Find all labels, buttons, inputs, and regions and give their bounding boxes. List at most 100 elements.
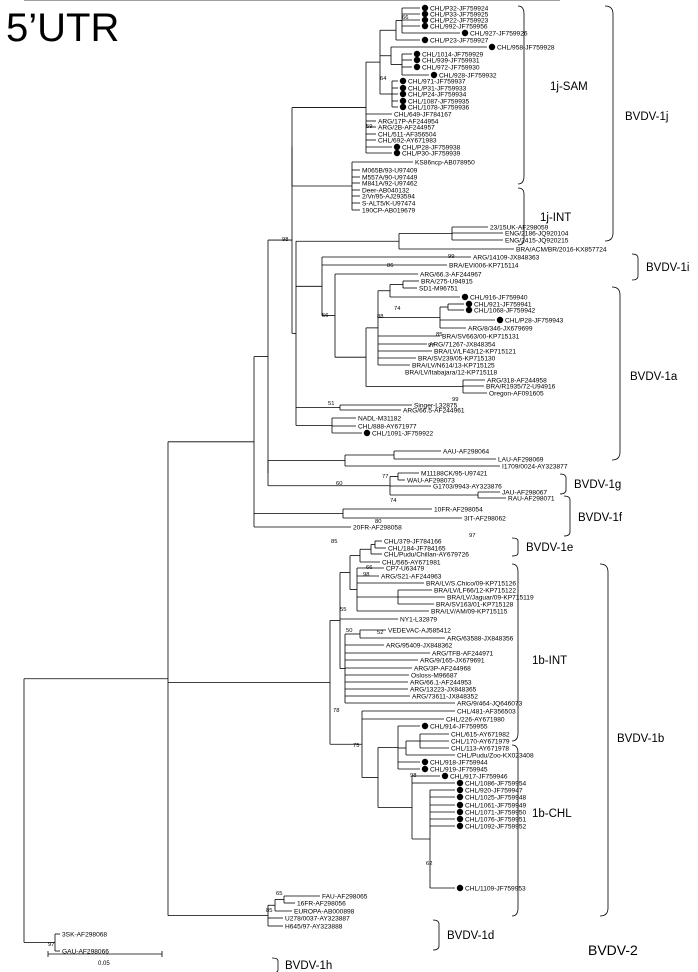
clade-label-bvdv1b: BVDV-1b: [617, 733, 664, 745]
bootstrap-value: 86: [387, 263, 393, 269]
taxon-label: CHL/971-JF759937: [408, 78, 466, 85]
bootstrap-value: 85: [436, 332, 442, 338]
taxon-label: WAU-AF298073: [407, 477, 455, 484]
taxon-label: ARG/63588-JX848356: [447, 635, 514, 642]
taxon-label: CHL/481-AF356503: [457, 708, 516, 715]
taxon-label: CHL/1091-JF759922: [372, 430, 434, 437]
taxon-label: CHL/972-JF759930: [422, 64, 480, 71]
clade-label-1j-sam: 1j-SAM: [550, 81, 588, 93]
new-sample-dot: [399, 77, 407, 85]
bracket-bvdv1i: [631, 253, 639, 281]
taxon-label: CHL/1014-JF759929: [422, 51, 484, 58]
taxon-label: CHL/P31-JF759933: [408, 85, 467, 92]
taxon-label: CHL/P22-JF759923: [430, 17, 489, 24]
new-sample-dot: [413, 63, 421, 71]
taxon-label: 3SK-AF298068: [62, 931, 107, 938]
bracket-bvdv1g: [559, 473, 567, 495]
taxon-label: CHL/Pudu/Chillan-AY679726: [384, 551, 469, 558]
taxon-label: CHL/P33-JF759925: [430, 11, 489, 18]
clade-label-bvdv1d: BVDV-1d: [447, 930, 494, 942]
taxon-label: BRA/R1935/72-U94916: [486, 383, 556, 390]
bootstrap-value: 98: [410, 773, 416, 779]
bracket-bvdv1j: [604, 5, 614, 242]
taxon-label: BRA/LV/Itabajara/12-KP715118: [405, 369, 497, 376]
bootstrap-value: 65: [276, 891, 282, 897]
bracket-bvdv1f: [563, 495, 571, 537]
taxon-label: ARG/66.1-AF244953: [410, 679, 472, 686]
taxon-label: BRA/LV/S.Chico/09-KP715126: [426, 580, 516, 587]
bootstrap-value: 56: [322, 313, 328, 319]
new-sample-dot: [421, 765, 429, 773]
taxon-label: LAU-AF298069: [498, 456, 544, 463]
taxon-label: U278/0037-AY323887: [285, 915, 350, 922]
new-sample-dot: [421, 10, 429, 18]
new-sample-dot: [421, 758, 429, 766]
taxon-label: BRA/275-U94915: [421, 278, 473, 285]
taxon-label: S-ALT5/K-U97474: [362, 200, 416, 207]
taxon-label: CHL/511-AF356504: [378, 131, 436, 138]
taxon-label: BRA/ACM/BR/2016-KX857724: [516, 246, 607, 253]
taxon-label: CHL/917-JF759946: [450, 773, 508, 780]
new-sample-dot: [456, 801, 464, 809]
taxon-label: CHL/615-AY671982: [451, 731, 510, 738]
taxon-label: ARG/95409-JX848362: [386, 642, 453, 649]
bootstrap-value: 74: [394, 306, 401, 312]
new-sample-dot: [496, 316, 504, 324]
taxon-label: CHL/958-JF759928: [497, 44, 555, 51]
bootstrap-value: 99: [452, 397, 458, 403]
taxon-label: CHL/1078-JF759936: [408, 104, 470, 111]
bootstrap-value: 52: [377, 630, 383, 636]
bracket-1b-chl: [511, 744, 519, 917]
bootstrap-value: 78: [333, 708, 339, 714]
clade-label-bvdv1e: BVDV-1e: [526, 542, 573, 554]
taxon-label: ARG/8/346-JX679699: [468, 325, 533, 332]
taxon-label: ARG/3P-AF244968: [414, 665, 471, 672]
taxon-label: 3IT-AF298062: [464, 515, 506, 522]
taxon-label: 2/Vr/95-AJ293594: [362, 193, 415, 200]
new-sample-dot: [399, 84, 407, 92]
new-sample-dot: [399, 90, 407, 98]
bootstrap-value: 62: [426, 861, 432, 867]
taxon-label: CHL/916-JF759940: [470, 294, 528, 301]
taxon-label: KS86ncp-AB078950: [415, 159, 475, 166]
taxon-label: CHL/888-AY671977: [358, 423, 417, 430]
taxon-label: Deer-AB040132: [362, 187, 410, 194]
taxon-label: CHL/649-JF784167: [394, 111, 452, 118]
taxon-label: ARG/9/464-JQ646073: [457, 700, 523, 707]
taxon-label: ARG/13223-JX848365: [410, 686, 477, 693]
taxon-label: CHL/927-JF759926: [470, 30, 528, 37]
new-sample-dot: [461, 293, 469, 301]
bootstrap-value: 98: [282, 237, 288, 243]
bootstrap-value: 50: [346, 628, 352, 634]
taxon-label: CHL/113-AY671978: [451, 745, 509, 752]
taxon-label: BRA/LV/Jaguar/09-KP715119: [447, 594, 534, 601]
taxon-label: 10FR-AF298054: [434, 506, 483, 513]
taxon-label: CHL/1061-JF759949: [465, 802, 527, 809]
taxon-label: ARG/17P-AF244954: [378, 118, 439, 125]
taxon-label: ENG/2415-JQ920215: [505, 237, 569, 244]
bootstrap-value: 97: [469, 533, 475, 539]
taxon-label: H645/97-AY323888: [285, 923, 343, 930]
taxon-label: CHL/992-JF759956: [430, 23, 488, 30]
taxon-label: CHL/Pudu/Zoo-KX023408: [457, 752, 534, 759]
bracket-bvdv1b: [599, 563, 609, 917]
taxon-label: 23/15UK-AF298059: [490, 224, 549, 231]
taxon-label: CHL/918-JF759944: [430, 759, 488, 766]
new-sample-dot: [465, 300, 473, 308]
taxon-label: NADL-M31182: [358, 415, 401, 422]
bracket-1b-int: [511, 563, 519, 742]
taxon-label: ARG/14109-JX848363: [473, 254, 540, 261]
bracket-bvdv1h: [271, 957, 279, 972]
scale-bar: 0.05: [47, 951, 163, 967]
tree-branches: [23, 0, 560, 952]
new-sample-dot: [488, 43, 496, 51]
taxon-label: BRA/SV239/05-KP715130: [418, 355, 496, 362]
new-sample-dot: [456, 815, 464, 823]
new-sample-dot: [456, 779, 464, 787]
taxon-label: ARG/TFB-AF244971: [432, 650, 494, 657]
sample-markers: [363, 4, 504, 892]
taxon-label: CHL/P24-JF759934: [408, 91, 467, 98]
taxon-label: SD1-M96751: [419, 285, 458, 292]
taxon-label: CHL/921-JF759941: [474, 301, 532, 308]
